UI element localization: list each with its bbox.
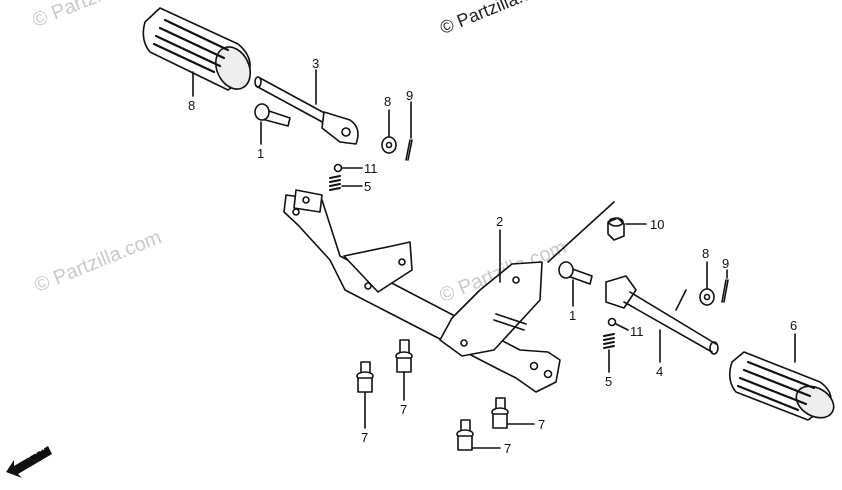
callout-1: 1	[257, 146, 264, 161]
ball-right[interactable]	[607, 317, 617, 327]
callout-9: 9	[406, 88, 413, 103]
callout-7: 7	[538, 417, 545, 432]
callout-7: 7	[361, 430, 368, 445]
front-direction-arrow: FR.	[6, 439, 52, 478]
callout-10: 10	[650, 217, 664, 232]
callout-11: 11	[630, 324, 644, 339]
nut[interactable]	[607, 217, 625, 241]
washer-left[interactable]	[381, 136, 397, 154]
callout-2: 2	[496, 214, 503, 229]
footpeg-rod-right[interactable]	[605, 275, 719, 355]
callout-3: 3	[312, 56, 319, 71]
step-bar[interactable]	[283, 189, 561, 393]
callout-6: 6	[790, 318, 797, 333]
callout-7: 7	[400, 402, 407, 417]
washer-right[interactable]	[699, 288, 715, 306]
spring-right[interactable]	[603, 333, 615, 349]
cotter-pin-right[interactable]	[721, 279, 729, 303]
pin-left[interactable]	[254, 103, 291, 127]
footpeg-rubber-left[interactable]	[142, 7, 256, 95]
bolt[interactable]	[395, 339, 413, 373]
cotter-pin-left[interactable]	[405, 139, 413, 161]
ball-left[interactable]	[333, 163, 343, 173]
bolt[interactable]	[491, 397, 509, 429]
spring-left[interactable]	[329, 175, 341, 191]
pin-right[interactable]	[558, 261, 593, 285]
bolt[interactable]	[456, 419, 474, 451]
callout-8: 8	[384, 94, 391, 109]
leader-line	[675, 289, 687, 311]
callout-7: 7	[504, 441, 511, 456]
callout-11: 11	[364, 161, 378, 176]
footpeg-rod-left[interactable]	[254, 76, 359, 145]
callout-8: 8	[188, 98, 195, 113]
footpeg-rubber-right[interactable]	[728, 351, 840, 424]
bolt[interactable]	[356, 361, 374, 393]
callout-5: 5	[605, 374, 612, 389]
callout-5: 5	[364, 179, 371, 194]
callout-labels: 8 3 1 8 9 11 5 2 10 1 8 9 11 5 4 6 7 7 7…	[188, 56, 797, 456]
callout-9: 9	[722, 256, 729, 271]
callout-8: 8	[702, 246, 709, 261]
callout-1: 1	[569, 308, 576, 323]
leader-line	[547, 201, 615, 263]
callout-4: 4	[656, 364, 663, 379]
leader-line	[615, 323, 629, 331]
